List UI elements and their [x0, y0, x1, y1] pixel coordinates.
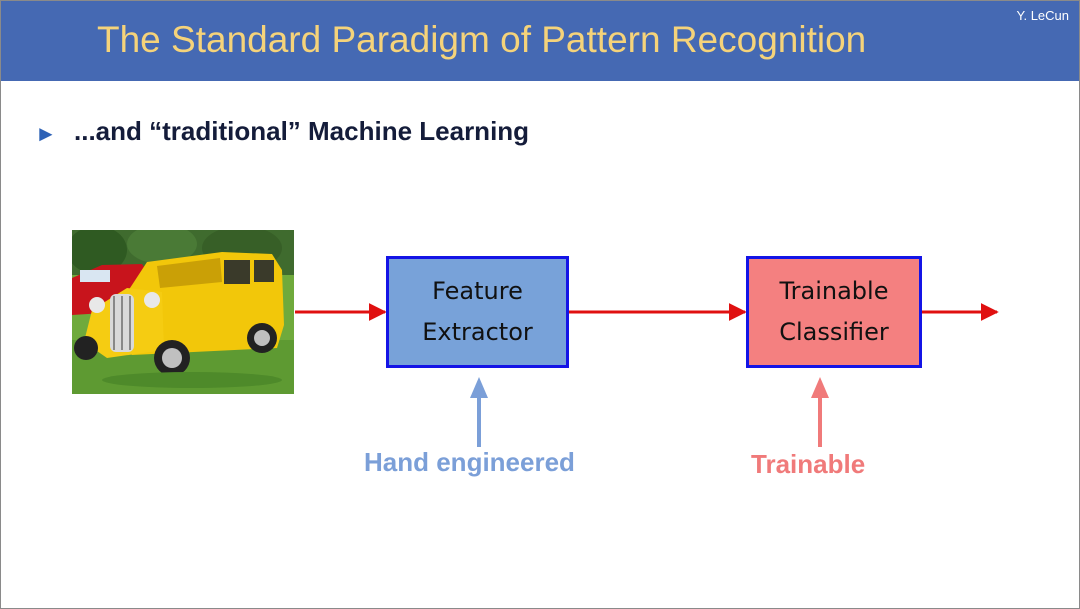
trainable-label: Trainable	[751, 449, 866, 479]
slide-title: The Standard Paradigm of Pattern Recogni…	[97, 19, 867, 60]
car-photo	[72, 230, 294, 394]
bullet-text: ...and “traditional” Machine Learning	[74, 116, 530, 146]
author-label: Y. LeCun	[1016, 8, 1069, 23]
box-label-line: Extractor	[422, 318, 533, 346]
trainable-classifier-box: Trainable Classifier	[746, 256, 922, 368]
box-label-line: Trainable	[779, 277, 889, 305]
arrow-hand-engineered	[470, 377, 488, 447]
triangle-bullet-icon: ►	[35, 121, 57, 146]
title-bar: The Standard Paradigm of Pattern Recogni…	[1, 1, 1079, 81]
arrow-trainable	[811, 377, 829, 447]
box-label-line: Feature	[432, 277, 523, 305]
hand-engineered-label: Hand engineered	[364, 447, 575, 477]
feature-extractor-box: Feature Extractor	[386, 256, 569, 368]
yellow-car	[74, 252, 284, 388]
box-label-line: Classifier	[779, 318, 889, 346]
